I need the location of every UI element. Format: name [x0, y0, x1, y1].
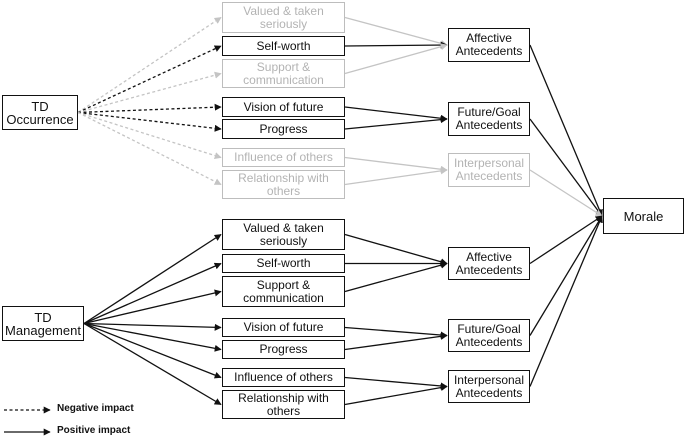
edge-td-management-to-mgmt-influence: [83, 322, 222, 379]
edge-mgmt-vision-to-mgmt-future: [344, 326, 448, 339]
node-management-affective-antecedents: Affective Antecedents: [448, 247, 530, 280]
node-management-valued-taken-seriously: Valued & taken seriously: [222, 219, 345, 250]
edge-td-occurrence-to-occ-support: [77, 71, 222, 114]
node-morale: Morale: [603, 198, 684, 234]
node-td-occurrence: TD Occurrence: [2, 95, 78, 130]
node-management-influence-of-others: Influence of others: [222, 368, 345, 387]
node-management-support-communication: Support & communication: [222, 276, 345, 307]
edge-occ-support-to-occ-affective: [344, 43, 448, 75]
edge-mgmt-support-to-mgmt-affective: [344, 261, 448, 293]
legend-negative-impact: Negative impact: [57, 403, 134, 414]
legend-positive-impact: Positive impact: [57, 425, 131, 436]
edge-td-management-to-mgmt-vision: [83, 322, 222, 331]
node-occurrence-vision-of-future: Vision of future: [222, 97, 345, 117]
edge-td-occurrence-to-occ-influence: [77, 111, 222, 159]
node-occurrence-valued-taken-seriously: Valued & taken seriously: [222, 2, 345, 33]
node-occurrence-future-goal-antecedents: Future/Goal Antecedents: [448, 102, 530, 136]
edge-occ-progress-to-occ-future: [344, 116, 448, 130]
node-management-self-worth: Self-worth: [222, 254, 345, 273]
edge-mgmt-future-to-morale: [529, 215, 603, 336]
edge-occ-selfworth-to-occ-affective: [344, 41, 448, 49]
node-occurrence-influence-of-others: Influence of others: [222, 148, 345, 167]
node-management-vision-of-future: Vision of future: [222, 318, 345, 337]
node-management-relationship-with-others: Relationship with others: [222, 390, 345, 419]
edge-td-management-to-mgmt-support: [83, 289, 222, 325]
edge-td-occurrence-to-occ-vision: [77, 103, 222, 114]
edge-td-occurrence-to-occ-valued: [77, 16, 222, 114]
edge-td-occurrence-to-occ-relationship: [77, 111, 222, 186]
edge-occ-affective-to-morale: [529, 44, 603, 217]
edge-occ-future-to-morale: [529, 118, 603, 217]
edge-td-occurrence-to-occ-progress: [77, 111, 222, 132]
edge-td-management-to-mgmt-progress: [83, 322, 222, 352]
node-occurrence-progress: Progress: [222, 119, 345, 139]
edge-mgmt-interpersonal-to-morale: [529, 215, 603, 387]
node-occurrence-affective-antecedents: Affective Antecedents: [448, 28, 530, 62]
edge-td-management-to-mgmt-selfworth: [83, 262, 222, 325]
edge-td-occurrence-to-occ-selfworth: [77, 45, 222, 114]
node-occurrence-support-communication: Support & communication: [222, 59, 345, 88]
node-occurrence-self-worth: Self-worth: [222, 36, 345, 56]
node-occurrence-relationship-with-others: Relationship with others: [222, 170, 345, 199]
edge-occ-influence-to-occ-interpersonal: [344, 156, 448, 173]
edge-mgmt-valued-to-mgmt-affective: [344, 233, 448, 266]
edge-occ-relationship-to-occ-interpersonal: [344, 167, 448, 186]
edge-occ-vision-to-occ-future: [344, 106, 448, 122]
node-occurrence-interpersonal-antecedents: Interpersonal Antecedents: [448, 153, 530, 187]
edge-mgmt-progress-to-mgmt-future: [344, 332, 448, 351]
edge-occ-interpersonal-to-morale: [529, 169, 603, 217]
edge-occ-valued-to-occ-affective: [344, 16, 448, 47]
node-management-future-goal-antecedents: Future/Goal Antecedents: [448, 319, 530, 352]
edge-td-management-to-mgmt-valued: [83, 233, 222, 325]
edge-mgmt-affective-to-morale: [529, 215, 603, 265]
edge-td-management-to-mgmt-relationship: [83, 322, 222, 406]
node-td-management: TD Management: [2, 306, 84, 341]
edge-mgmt-influence-to-mgmt-interpersonal: [344, 376, 448, 390]
edge-mgmt-relationship-to-mgmt-interpersonal: [344, 384, 448, 406]
node-management-progress: Progress: [222, 340, 345, 359]
node-management-interpersonal-antecedents: Interpersonal Antecedents: [448, 370, 530, 403]
